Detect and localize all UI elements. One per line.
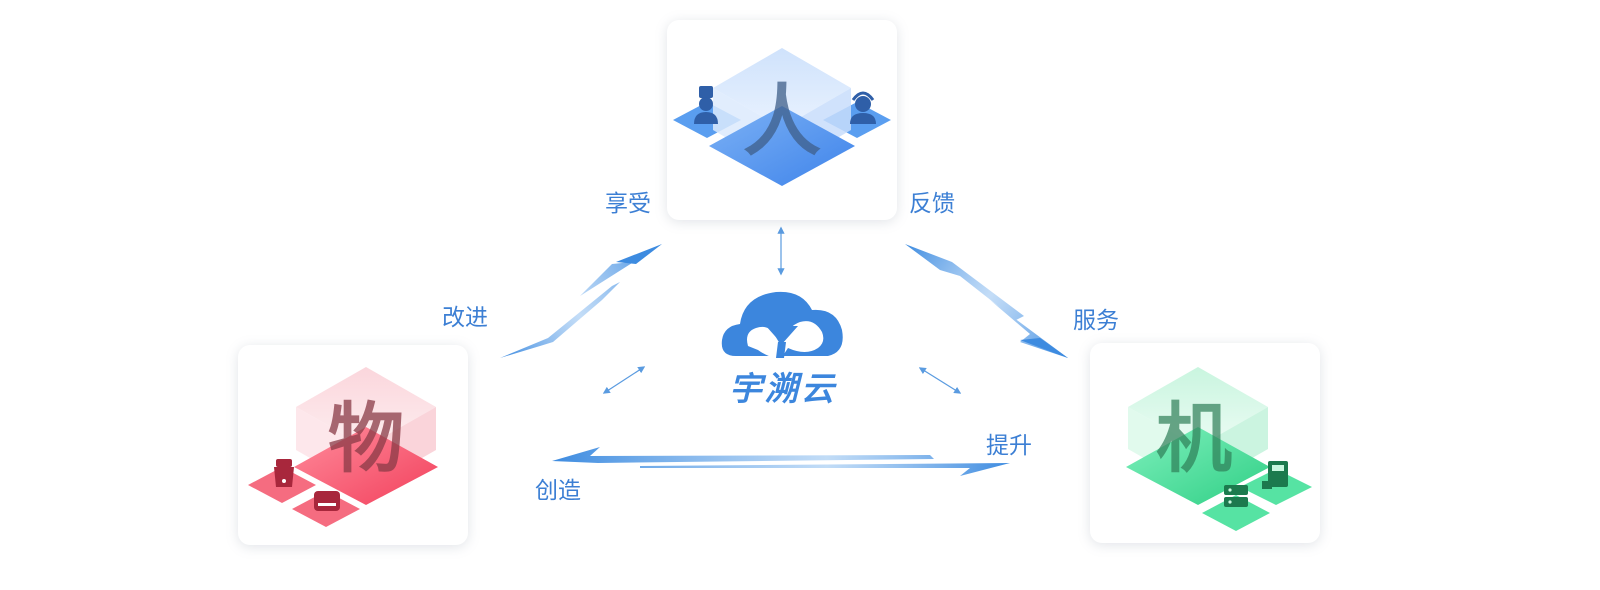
- pos-terminal-icon: [1262, 461, 1288, 489]
- node-char-ji: 机: [1156, 394, 1232, 483]
- arrow-service: [905, 244, 1068, 358]
- chef-icon: [694, 86, 718, 124]
- toaster-icon: [314, 491, 340, 511]
- node-char-ren: 人: [743, 77, 821, 167]
- server-icon: [1224, 485, 1248, 507]
- arrow-create-upgrade: [552, 447, 1010, 476]
- blender-icon: [274, 459, 294, 487]
- label-feedback: 反馈: [909, 191, 955, 217]
- connector-ji-center: [918, 367, 962, 394]
- node-illustration-ji: 机: [1126, 367, 1312, 531]
- label-enjoy: 享受: [605, 191, 651, 217]
- label-service: 服务: [1073, 308, 1119, 334]
- connector-wu-center: [602, 366, 646, 394]
- arrow-service-head: [1020, 338, 1068, 358]
- cloud-y-logo-icon: [721, 291, 843, 360]
- label-improve: 改进: [442, 305, 488, 331]
- arrow-improve-head: [616, 244, 662, 264]
- brand-name: 宇溯云: [729, 369, 837, 408]
- label-upgrade: 提升: [986, 433, 1032, 459]
- node-card-ji: 机: [1090, 343, 1320, 543]
- support-agent-icon: [850, 91, 876, 124]
- node-card-wu: 物: [238, 345, 468, 545]
- node-char-wu: 物: [328, 394, 404, 483]
- node-illustration-wu: 物: [248, 367, 438, 527]
- node-card-ren: 人: [667, 20, 897, 220]
- node-illustration-ren: 人: [673, 48, 891, 186]
- label-create: 创造: [535, 478, 581, 504]
